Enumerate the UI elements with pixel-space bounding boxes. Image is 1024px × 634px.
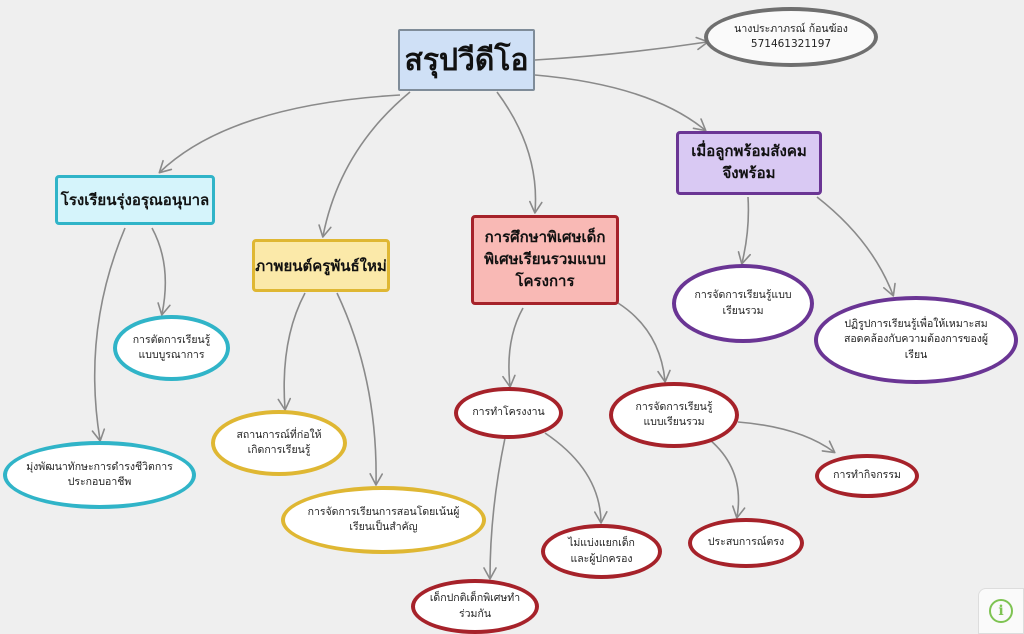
special-box: การศึกษาพิเศษเด็กพิเศษเรียนรวมแบบโครงการ: [471, 215, 619, 305]
film-child-2: การจัดการเรียนการสอนโดยเน้นผู้เรียนเป็นส…: [281, 486, 486, 554]
film-label: ภาพยนต์ครูพันธ์ใหม่: [255, 256, 387, 275]
society-child-2: ปฏิรูปการเรียนรู้เพื่อให้เหมาะสมสอดคล้อง…: [814, 296, 1018, 384]
inclusive-child-2: การทำกิจกรรม: [815, 454, 919, 498]
author-name: นางประภาภรณ์ ก้อนฆ้อง: [734, 22, 848, 35]
arrow-society-c1: [737, 196, 751, 265]
special-label: การศึกษาพิเศษเด็กพิเศษเรียนรวมแบบโครงการ: [484, 228, 606, 290]
title-box: สรุปวีดีโอ: [398, 29, 535, 91]
arrow-title-society: [534, 74, 707, 132]
arrow-school-c2: [91, 227, 126, 442]
school-child-2: มุ่งพัฒนาทักษะการดำรงชีวิตการประกอบอาชีพ: [3, 441, 196, 509]
society-label: เมื่อลูกพร้อมสังคมจึงพร้อม: [691, 142, 807, 182]
arrow-film-c2: [336, 292, 383, 486]
title-text: สรุปวีดีโอ: [404, 42, 529, 78]
special-inclusive: การจัดการเรียนรู้แบบเรียนรวม: [609, 382, 739, 448]
arrow-film-c1: [277, 292, 306, 411]
school-box: โรงเรียนรุ่งอรุณอนุบาล: [55, 175, 215, 225]
author-id: 571461321197: [750, 38, 832, 50]
arrow-project-c1: [483, 437, 506, 580]
arrow-title-school: [158, 94, 401, 174]
school-child-1: การตัดการเรียนรู้แบบบูรณาการ: [113, 315, 230, 381]
project-child-1: เด็กปกติเด็กพิเศษทำร่วมกัน: [411, 579, 539, 634]
arrow-inclusive-c2: [737, 421, 836, 454]
project-child-2: ไม่แบ่งแยกเด็กและผู้ปกครอง: [541, 524, 662, 579]
arrow-special-inclusive: [617, 302, 671, 383]
arrow-title-special: [496, 91, 543, 214]
society-child-1: การจัดการเรียนรู้แบบเรียนรวม: [672, 264, 814, 343]
arrow-title-film: [318, 91, 411, 238]
arrow-project-c2: [544, 432, 608, 524]
arrow-society-c2: [816, 196, 896, 297]
school-label: โรงเรียนรุ่งอรุณอนุบาล: [60, 191, 210, 209]
inclusive-child-1: ประสบการณ์ตรง: [688, 518, 804, 568]
society-box: เมื่อลูกพร้อมสังคมจึงพร้อม: [676, 131, 822, 195]
arrow-inclusive-c1: [709, 439, 746, 519]
film-box: ภาพยนต์ครูพันธ์ใหม่: [252, 239, 390, 292]
film-child-1: สถานการณ์ที่ก่อให้เกิดการเรียนรู้: [211, 410, 347, 476]
info-icon: i: [989, 599, 1013, 623]
arrow-title-author: [534, 36, 709, 61]
arrow-special-project: [502, 307, 524, 388]
special-project: การทำโครงงาน: [454, 387, 563, 439]
arrow-school-c1: [151, 227, 171, 316]
info-button[interactable]: i: [978, 588, 1024, 634]
author-ellipse: นางประภาภรณ์ ก้อนฆ้อง 571461321197: [704, 7, 878, 67]
